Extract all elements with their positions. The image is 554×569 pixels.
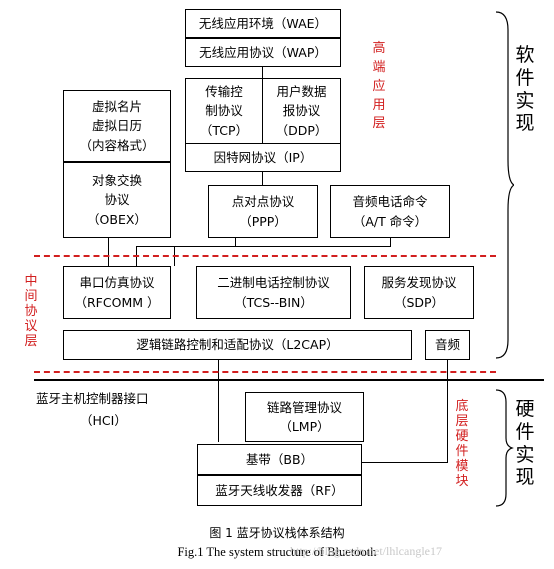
- middle-layer-label: 中间协议层: [24, 274, 38, 349]
- hci-label: 蓝牙主机控制器接口 （HCI）: [36, 388, 149, 432]
- ppp-label-1: 点对点协议: [231, 194, 295, 210]
- connector-line: [235, 238, 236, 246]
- caption-en: Fig.1 The system structure of Bluetooth: [177, 545, 377, 559]
- vcard-box: 虚拟名片 虚拟日历 （内容格式）: [63, 90, 171, 162]
- tcsbin-label-1: 二进制电话控制协议: [217, 275, 330, 291]
- connector-line: [218, 360, 219, 442]
- vcard-label-2: 虚拟日历: [91, 118, 142, 134]
- at-label-1: 音频电话命令: [352, 194, 428, 210]
- connector-line: [262, 66, 263, 78]
- ip-label: 因特网协议（IP）: [213, 149, 313, 165]
- software-brace: [495, 11, 514, 359]
- connector-line: [447, 360, 448, 462]
- l2cap-label: 逻辑链路控制和适配协议（L2CAP）: [136, 337, 339, 353]
- udp-label-1: 用户数据: [276, 83, 327, 99]
- separator-middle-top: [34, 255, 496, 257]
- obex-label-2: 协议: [104, 192, 130, 208]
- hci-label-2: （HCI）: [80, 413, 127, 428]
- baseband-box: 基带（BB）: [197, 444, 362, 475]
- tcp-label-2: 制协议: [205, 103, 243, 119]
- tcsbin-label-2: （TCS--BIN）: [234, 294, 313, 310]
- hardware-brace: [495, 389, 514, 507]
- bottom-layer-label: 底层硬件模块: [455, 399, 469, 489]
- sdp-label-2: （SDP）: [393, 294, 445, 310]
- at-label-2: （A/T 命令）: [352, 213, 428, 229]
- audio-label: 音频: [434, 337, 460, 353]
- l2cap-box: 逻辑链路控制和适配协议（L2CAP）: [63, 330, 412, 360]
- udp-label-3: （DDP）: [275, 122, 328, 138]
- rfcomm-label-1: 串口仿真协议: [79, 275, 155, 291]
- high-layer-label: 高端应用层: [372, 41, 386, 132]
- connector-line: [362, 462, 448, 463]
- hci-label-1: 蓝牙主机控制器接口: [36, 391, 149, 406]
- obex-label-1: 对象交换: [91, 172, 142, 188]
- connector-line: [174, 246, 391, 247]
- sdp-label-1: 服务发现协议: [381, 275, 457, 291]
- tcsbin-box: 二进制电话控制协议 （TCS--BIN）: [196, 266, 351, 319]
- udp-box: 用户数据 报协议 （DDP）: [262, 78, 341, 144]
- wae-box: 无线应用环境（WAE）: [185, 9, 341, 38]
- ip-box: 因特网协议（IP）: [185, 143, 341, 172]
- tcp-box: 传输控 制协议 （TCP）: [185, 78, 263, 144]
- obex-box: 对象交换 协议 （OBEX）: [63, 162, 171, 238]
- rfcomm-label-2: （RFCOMM ）: [74, 294, 160, 310]
- hardware-label: 硬件实现: [515, 398, 535, 489]
- ppp-box: 点对点协议 （PPP）: [208, 185, 318, 238]
- connector-line: [390, 238, 391, 246]
- tcp-label-3: （TCP）: [199, 122, 249, 138]
- separator-middle-bottom: [34, 371, 496, 373]
- obex-label-3: （OBEX）: [87, 211, 147, 227]
- vcard-label-1: 虚拟名片: [91, 98, 142, 114]
- lmp-box: 链路管理协议 （LMP）: [245, 392, 364, 442]
- rf-label: 蓝牙天线收发器（RF）: [215, 482, 344, 498]
- lmp-label-2: （LMP）: [279, 419, 330, 434]
- connector-line: [108, 238, 109, 266]
- rf-box: 蓝牙天线收发器（RF）: [197, 475, 362, 506]
- wap-label: 无线应用协议（WAP）: [199, 44, 327, 60]
- caption-zh: 图 1 蓝牙协议栈体系结构: [209, 526, 345, 540]
- software-label: 软件实现: [515, 44, 535, 135]
- at-box: 音频电话命令 （A/T 命令）: [330, 185, 450, 238]
- wae-label: 无线应用环境（WAE）: [198, 15, 328, 31]
- audio-box: 音频: [425, 330, 470, 360]
- rfcomm-box: 串口仿真协议 （RFCOMM ）: [63, 266, 171, 319]
- connector-line: [262, 172, 263, 185]
- wap-box: 无线应用协议（WAP）: [185, 38, 341, 67]
- watermark: http://blog.csdn.net/lhlcangle17: [290, 544, 442, 558]
- baseband-label: 基带（BB）: [245, 451, 314, 467]
- udp-label-2: 报协议: [282, 103, 321, 119]
- ppp-label-2: （PPP）: [239, 213, 287, 229]
- hardware-divider: [34, 379, 544, 381]
- lmp-label-1: 链路管理协议: [266, 399, 342, 415]
- vcard-label-3: （内容格式）: [79, 137, 155, 153]
- sdp-box: 服务发现协议 （SDP）: [364, 266, 474, 319]
- tcp-label-1: 传输控: [205, 83, 243, 99]
